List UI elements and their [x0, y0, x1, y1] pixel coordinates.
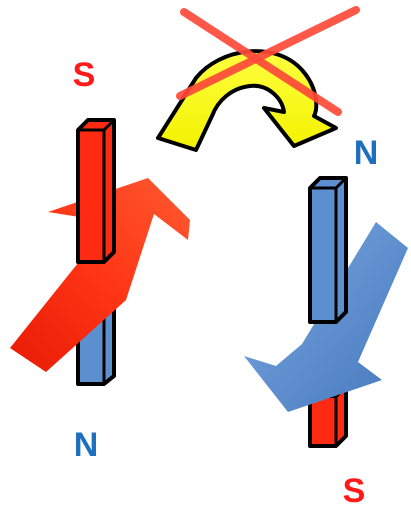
- curved-arrow-icon: [156, 49, 338, 152]
- flip-arrow-group: [156, 6, 360, 152]
- right-magnet-north-pole: [308, 176, 348, 324]
- right-bottom-pole-label: S: [343, 472, 366, 508]
- left-field-arrow: [10, 178, 190, 372]
- left-top-pole-label: S: [73, 56, 96, 94]
- left-magnet: S N: [10, 56, 190, 464]
- cross-out-icon: [176, 6, 360, 116]
- left-bottom-pole-label: N: [74, 426, 99, 464]
- left-magnet-south-pole: [76, 118, 116, 264]
- right-top-pole-label: N: [354, 134, 379, 172]
- right-magnet: N S: [244, 134, 408, 508]
